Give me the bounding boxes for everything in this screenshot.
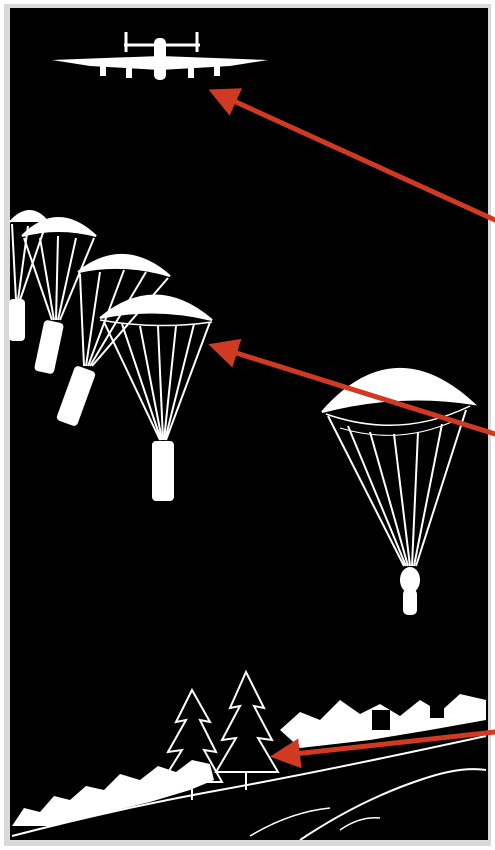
illustration-canvas [0, 0, 495, 850]
page [0, 0, 495, 850]
